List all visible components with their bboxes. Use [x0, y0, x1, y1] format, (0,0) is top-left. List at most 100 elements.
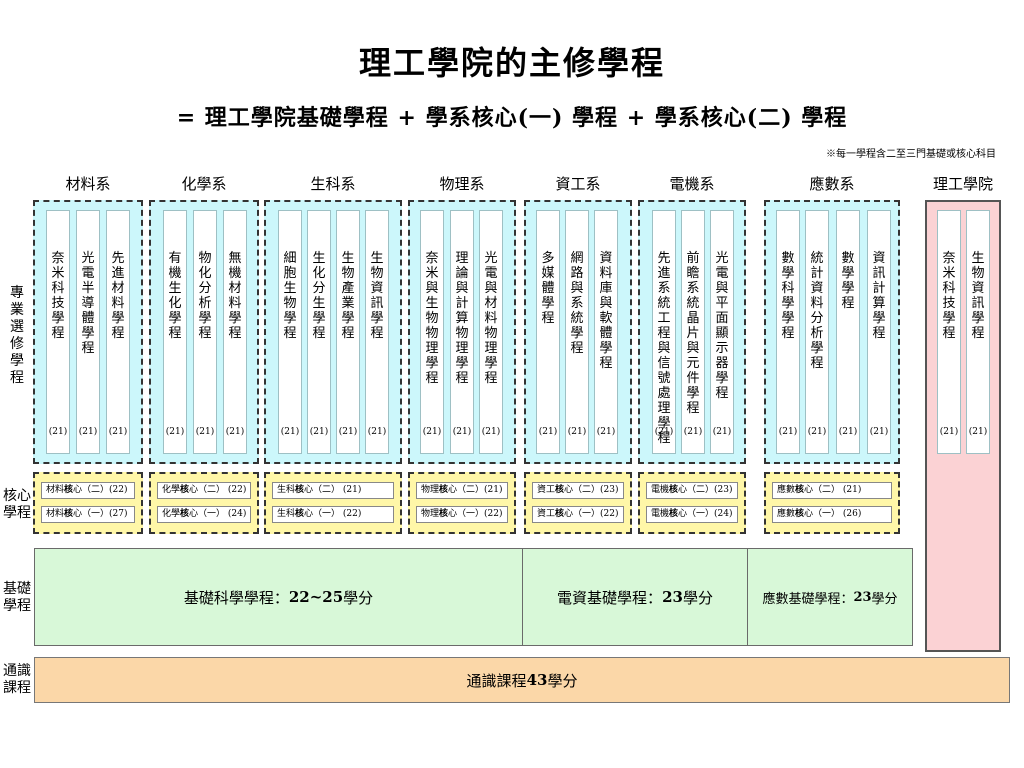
program-card: 光電與平面顯示器學程(21) [710, 210, 734, 454]
row-label-base: 基礎學程 [0, 581, 34, 615]
core-emphasis: 核 [795, 509, 805, 519]
program-credits: (21) [280, 427, 300, 437]
program-card: 數學科學學程(21) [776, 210, 800, 454]
program-card: 生物產業學程 (21) [336, 210, 360, 454]
program-name: 先進系統工程與信號處理學程 [657, 251, 671, 446]
row-label-core: 核心學程 [0, 488, 34, 522]
program-name: 光電半導體學程 [81, 251, 95, 356]
core-program-item: 應數核心（一） (26) [772, 506, 892, 523]
row-label-general-text: 通識課程 [3, 663, 31, 696]
base-math-prefix: 應數基礎學程： [762, 591, 854, 607]
program-card: 光電與材料物理學程(21) [479, 210, 503, 454]
program-credits: (21) [869, 427, 889, 437]
core-program-item: 化學核心（二） (22) [157, 482, 251, 499]
program-credits: (21) [367, 427, 387, 437]
department-label: 物理系 [439, 175, 485, 193]
general-suffix: 學分 [547, 671, 578, 690]
core-program-item: 電機核心（一）(24) [646, 506, 738, 523]
core-program-item: 物理核心（一）(22) [416, 506, 508, 523]
program-credits: (21) [838, 427, 858, 437]
program-credits: (21) [48, 427, 68, 437]
program-credits: (21) [422, 427, 442, 437]
program-name: 多媒體學程 [541, 251, 555, 326]
program-name: 奈米科技學程 [942, 251, 956, 341]
core-emphasis: 核 [295, 509, 305, 519]
row-label-general: 通識課程 [0, 663, 34, 697]
page-title: 理工學院的主修學程 [358, 44, 665, 82]
core-program-item: 資工核心（一）(22) [532, 506, 624, 523]
core-program-item: 材料核心（一）(27) [41, 506, 135, 523]
program-card: 先進材料學程 (21) [106, 210, 130, 454]
core-emphasis: 核 [555, 509, 565, 519]
footnote: ※每一學程含二至三門基礎或核心科目 [826, 149, 996, 160]
program-credits: (21) [225, 427, 245, 437]
program-name: 無機材料學程 [228, 251, 242, 341]
department-label: 化學系 [181, 175, 227, 193]
core-emphasis: 核 [64, 509, 74, 519]
program-name: 生物產業學程 [341, 251, 355, 341]
program-card: 網路與系統學程(21) [565, 210, 589, 454]
program-credits: (21) [481, 427, 501, 437]
program-credits: (21) [338, 427, 358, 437]
program-card: 光電半導體學程(21) [76, 210, 100, 454]
core-emphasis: 核 [669, 509, 679, 519]
core-emphasis: 核 [180, 485, 190, 495]
row-label-base-text: 基礎學程 [3, 581, 31, 614]
base-science-prefix: 基礎科學學程： [183, 588, 289, 607]
program-credits: (21) [596, 427, 616, 437]
program-credits: (21) [452, 427, 472, 437]
program-card: 有機生化學程 (21) [163, 210, 187, 454]
general-prefix: 通識課程 [466, 671, 527, 690]
program-credits: (21) [939, 427, 959, 437]
row-label-major-text: 專業選修學程 [10, 285, 24, 386]
core-emphasis: 核 [180, 509, 190, 519]
core-emphasis: 核 [555, 485, 565, 495]
program-card: 奈米科技學程 (21) [937, 210, 961, 454]
base-science-suffix: 學分 [343, 588, 374, 607]
core-program-item: 電機核心（二）(23) [646, 482, 738, 499]
program-card: 理論與計算物理學程 (21) [450, 210, 474, 454]
program-credits: (21) [165, 427, 185, 437]
program-name: 物化分析學程 [198, 251, 212, 341]
core-program-item: 物理核心（二）(21) [416, 482, 508, 499]
program-credits: (21) [108, 427, 128, 437]
program-name: 先進材料學程 [111, 251, 125, 341]
department-label: 生科系 [310, 175, 356, 193]
program-credits: (21) [807, 427, 827, 437]
core-program-item: 化學核心（一） (24) [157, 506, 251, 523]
department-label: 資工系 [555, 175, 601, 193]
program-card: 生化分生學程(21) [307, 210, 331, 454]
core-emphasis: 核 [795, 485, 805, 495]
program-name: 理論與計算物理學程 [455, 251, 469, 386]
core-program-item: 生科核心（二） (21) [272, 482, 394, 499]
program-credits: (21) [309, 427, 329, 437]
base-eecs-prefix: 電資基礎學程： [557, 588, 663, 607]
page-subtitle: = 理工學院基礎學程 + 學系核心(一) 學程 + 學系核心(二) 學程 [176, 105, 848, 131]
core-emphasis: 核 [295, 485, 305, 495]
program-card: 奈米與生物物理學程(21) [420, 210, 444, 454]
program-name: 生物資訊學程 [370, 251, 384, 341]
program-name: 生物資訊學程 [971, 251, 985, 341]
core-program-item: 生科核心（一） (22) [272, 506, 394, 523]
program-card: 生物資訊學程 (21) [365, 210, 389, 454]
program-name: 奈米科技學程 [51, 251, 65, 341]
department-label: 材料系 [65, 175, 111, 193]
general-credits: 43 [526, 671, 548, 689]
program-name: 細胞生物學程 [283, 251, 297, 341]
program-card: 奈米科技學程 (21) [46, 210, 70, 454]
program-card: 資料庫與軟體學程(21) [594, 210, 618, 454]
department-label: 應數系 [809, 175, 855, 193]
program-name: 有機生化學程 [168, 251, 182, 341]
program-card: 生物資訊學程 (21) [966, 210, 990, 454]
program-name: 資訊計算學程 [872, 251, 886, 341]
program-credits: (21) [195, 427, 215, 437]
program-card: 先進系統工程與信號處理學程(21) [652, 210, 676, 454]
program-credits: (21) [968, 427, 988, 437]
program-name: 數學學程 [841, 251, 855, 311]
core-program-item: 應數核心（二） (21) [772, 482, 892, 499]
base-math-credits: 23 [853, 589, 872, 605]
program-card: 多媒體學程(21) [536, 210, 560, 454]
program-name: 統計資料分析學程 [810, 251, 824, 371]
